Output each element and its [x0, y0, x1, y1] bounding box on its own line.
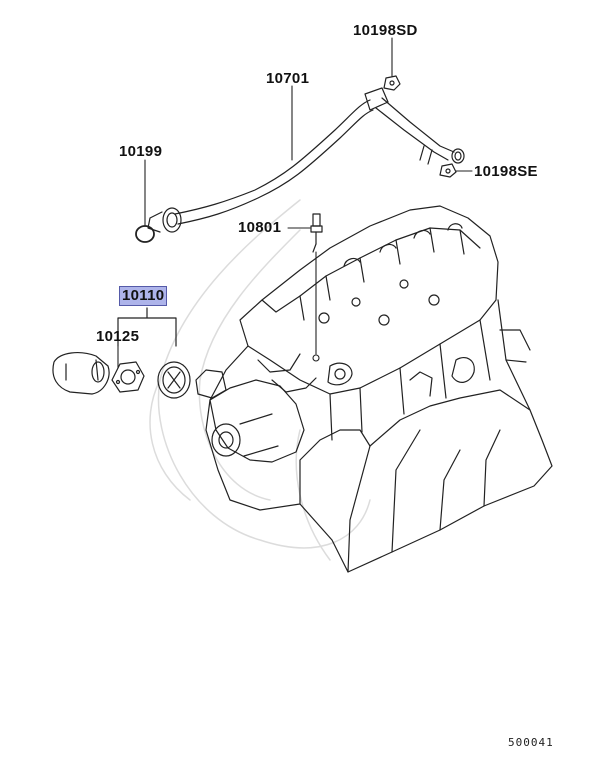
part-label-10110-highlighted[interactable]: 10110 [119, 286, 168, 306]
bolt-10198sd [383, 75, 401, 91]
part-label-10701[interactable]: 10701 [266, 70, 310, 87]
thermostat-gasket [111, 361, 145, 393]
bracket-line [117, 307, 177, 347]
thermostat-case [52, 352, 110, 395]
part-label-10125[interactable]: 10125 [96, 328, 140, 345]
o-ring [135, 225, 155, 243]
bolt-10198se [439, 163, 457, 178]
engine-block [195, 205, 553, 573]
diagram-code: 500041 [508, 736, 554, 749]
temperature-sensor [310, 213, 323, 253]
part-label-10198sd[interactable]: 10198SD [353, 22, 418, 39]
part-label-10198se[interactable]: 10198SE [474, 163, 538, 180]
water-pipe [147, 87, 465, 233]
part-label-10801[interactable]: 10801 [238, 219, 282, 236]
leader-lines [117, 37, 473, 369]
watermark-logo [149, 199, 371, 561]
thermostat [157, 361, 191, 399]
part-label-10199[interactable]: 10199 [119, 143, 163, 160]
